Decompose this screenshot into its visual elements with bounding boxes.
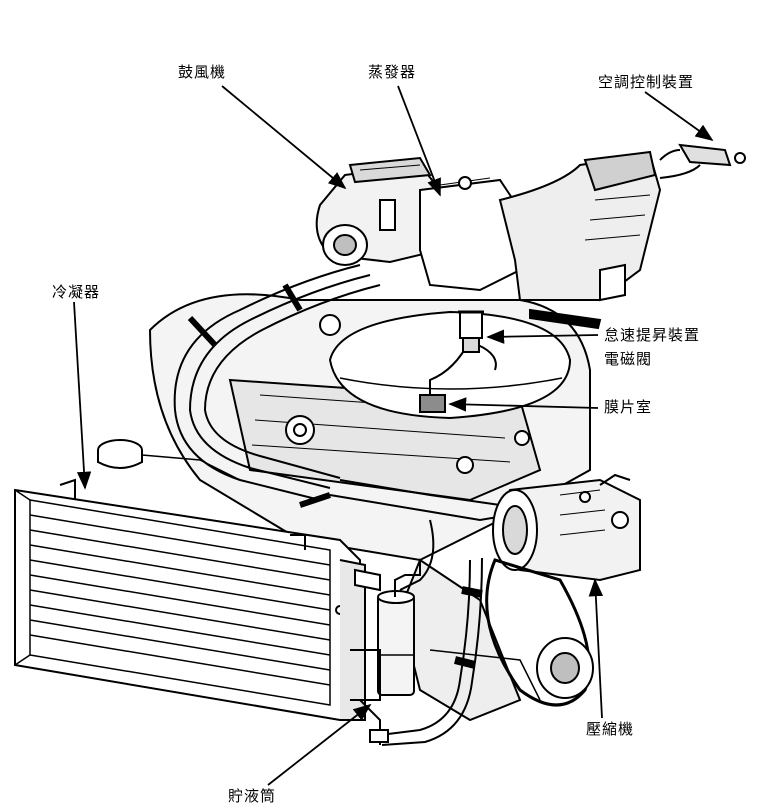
arrow-condenser <box>73 301 92 490</box>
idle-up-device <box>419 310 484 413</box>
ac-control-unit <box>659 143 746 179</box>
receiver-drier <box>350 560 421 745</box>
label-diaphragm: 膜片室 <box>604 398 653 416</box>
label-ac-control: 空調控制裝置 <box>598 73 695 91</box>
leader-arrows <box>73 85 714 786</box>
label-solenoid-valve: 電磁閥 <box>604 350 653 368</box>
arrow-idle-up <box>486 329 599 344</box>
arrow-blower <box>221 85 347 190</box>
compressor-unit <box>485 473 641 707</box>
label-condenser: 冷凝器 <box>52 283 101 301</box>
label-blower: 鼓風機 <box>178 63 227 81</box>
condenser-unit <box>14 478 381 721</box>
arrow-compressor <box>588 578 604 719</box>
label-compressor: 壓縮機 <box>586 720 635 738</box>
label-idle-up: 怠速提昇裝置 <box>604 326 701 344</box>
arrow-evaporator <box>397 85 441 197</box>
arrow-ac-control <box>644 91 714 142</box>
label-evaporator: 蒸發器 <box>368 63 417 81</box>
engine-block <box>97 293 591 722</box>
evaporator-unit <box>419 150 662 330</box>
label-receiver: 貯液筒 <box>228 787 277 805</box>
arrow-receiver <box>267 703 372 786</box>
arrow-diaphragm <box>448 397 599 412</box>
